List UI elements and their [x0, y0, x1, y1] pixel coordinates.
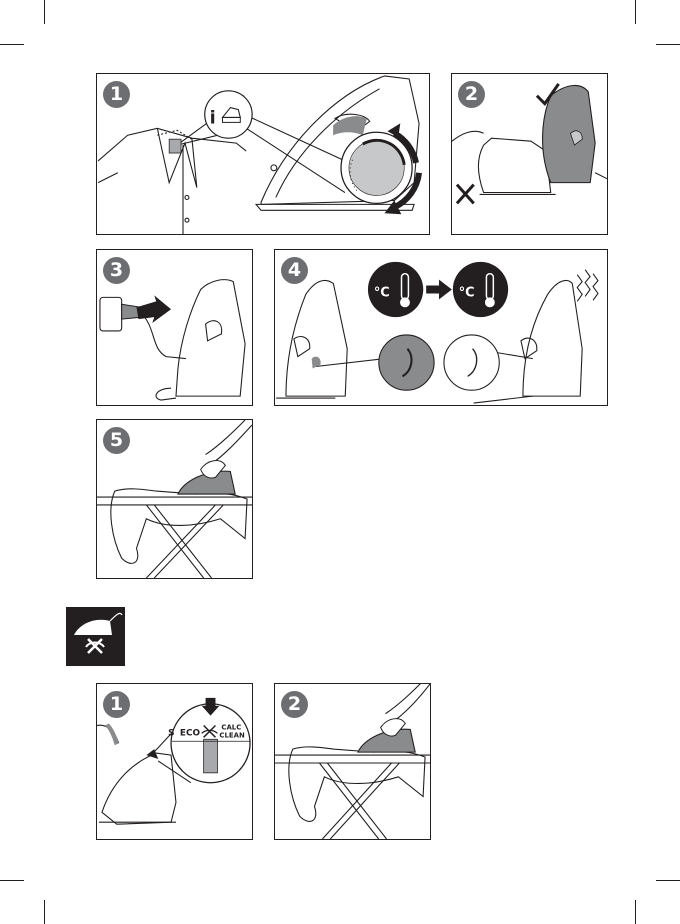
crop-mark: [656, 44, 680, 45]
step-number-badge: 2: [281, 691, 308, 718]
calc-clean-iron-icon: [66, 607, 125, 666]
step-3-panel: 3: [96, 249, 253, 406]
shirt-and-dial-illustration: i: [97, 74, 429, 234]
temp-unit-label: °C: [459, 285, 475, 300]
svg-text:S: S: [168, 728, 174, 738]
heat-indicator-illustration: °C °C: [275, 250, 607, 405]
cross-icon: [457, 185, 474, 204]
info-icon: i: [210, 108, 216, 128]
clean-label: CLEAN: [219, 731, 245, 739]
step-number-badge: 5: [103, 427, 130, 454]
arrow-icon: [136, 295, 171, 323]
crop-mark: [44, 900, 45, 924]
eco-label: ECO: [180, 728, 201, 738]
calc-step-1-panel: S ECO CALC CLEAN 1: [96, 683, 253, 840]
step-1-panel: i 1: [96, 73, 430, 235]
calc-clean-section-icon: [66, 607, 125, 666]
crop-mark: [635, 0, 636, 24]
step-5-panel: 5: [96, 419, 253, 579]
step-2-panel: 2: [451, 73, 608, 235]
crop-mark: [44, 0, 45, 24]
step-number-badge: 1: [103, 691, 130, 718]
indicator-light-on: [379, 335, 434, 390]
step-number-badge: 2: [458, 81, 485, 108]
step-4-panel: °C °C 4: [274, 249, 608, 406]
crop-mark: [635, 900, 636, 924]
step-number-badge: 4: [281, 257, 308, 284]
calc-step-2-panel: 2: [274, 683, 431, 840]
step-number-badge: 3: [103, 257, 130, 284]
crop-mark: [0, 44, 24, 45]
calc-label: CALC: [221, 723, 241, 731]
arrow-icon: [426, 280, 452, 300]
step-number-badge: 1: [103, 81, 130, 108]
crop-mark: [0, 880, 24, 881]
temp-unit-label: °C: [374, 285, 390, 300]
crop-mark: [656, 880, 680, 881]
indicator-light-off: [444, 335, 499, 390]
